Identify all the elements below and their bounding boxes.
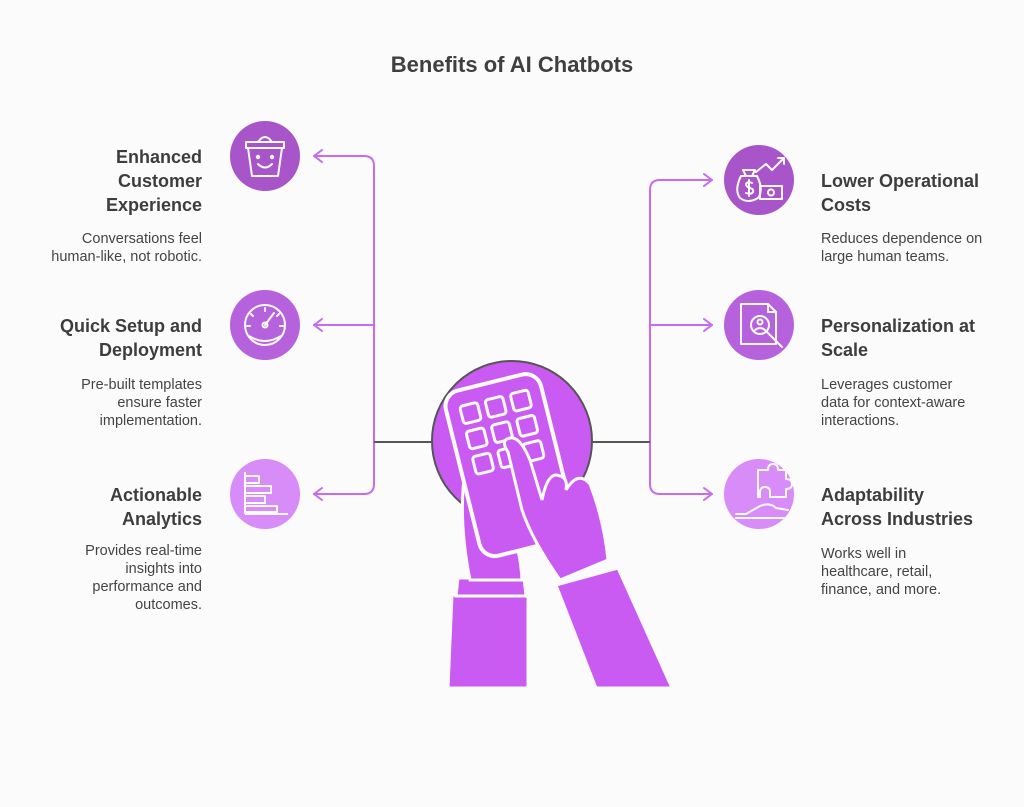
title-line: Scale [821, 340, 869, 360]
title-line: Quick Setup and [59, 316, 202, 336]
title-line: Actionable [109, 485, 202, 505]
title-line: Lower Operational [821, 171, 980, 191]
desc-line: performance and [92, 579, 202, 595]
item-title-quick-setup: Quick Setup and Deployment [0, 314, 202, 362]
profile-search-icon [724, 290, 794, 360]
desc-line: interactions. [821, 413, 900, 429]
item-title-personalization-at-scale: Personalization at Scale [821, 314, 1021, 362]
desc-line: Pre-built templates [81, 377, 202, 393]
desc-line: large human teams. [821, 249, 950, 265]
puzzle-hand-icon [724, 459, 794, 529]
desc-line: outcomes. [135, 597, 202, 613]
desc-line: Reduces dependence on [821, 231, 983, 247]
right-connectors [649, 173, 713, 501]
money-growth-icon [724, 145, 794, 215]
title-line: Enhanced [115, 147, 202, 167]
desc-line: ensure faster [117, 395, 202, 411]
item-title-adaptability-across-industries: Adaptability Across Industries [821, 483, 1021, 531]
desc-line: human-like, not robotic. [51, 249, 202, 265]
desc-line: implementation. [99, 413, 202, 429]
title-line: Adaptability [821, 485, 925, 505]
desc-line: data for context-aware [821, 395, 966, 411]
item-desc-actionable-analytics: Provides real-time insights into perform… [0, 542, 202, 614]
smiling-basket-icon [230, 121, 300, 191]
desc-line: Provides real-time [85, 543, 202, 559]
desc-line: healthcare, retail, [821, 564, 933, 580]
title-line: Across Industries [821, 509, 974, 529]
title-line: Customer [117, 171, 202, 191]
title-line: Personalization at [821, 316, 976, 336]
desc-line: Conversations feel [81, 231, 202, 247]
hand-calculator-icon [431, 360, 675, 690]
desc-line: Leverages customer [821, 377, 953, 393]
item-title-enhanced-customer-experience: Enhanced Customer Experience [2, 145, 202, 217]
item-title-actionable-analytics: Actionable Analytics [0, 483, 202, 531]
desc-line: Works well in [821, 546, 907, 562]
title-line: Deployment [98, 340, 202, 360]
title-line: Experience [105, 195, 202, 215]
desc-line: finance, and more. [821, 582, 942, 598]
page-title: Benefits of AI Chatbots [390, 52, 634, 77]
title-line: Analytics [121, 509, 202, 529]
left-connectors [313, 149, 375, 501]
item-desc-enhanced-customer-experience: Conversations feel human-like, not robot… [0, 230, 202, 266]
item-desc-personalization-at-scale: Leverages customer data for context-awar… [821, 376, 1021, 430]
item-desc-lower-operational-costs: Reduces dependence on large human teams. [821, 230, 1021, 266]
bar-chart-icon [230, 459, 300, 529]
item-desc-quick-setup: Pre-built templates ensure faster implem… [0, 376, 202, 430]
item-desc-adaptability-across-industries: Works well in healthcare, retail, financ… [821, 545, 1021, 599]
speedometer-icon [230, 290, 300, 360]
desc-line: insights into [125, 561, 202, 577]
item-title-lower-operational-costs: Lower Operational Costs [821, 169, 1021, 217]
title-line: Costs [821, 195, 872, 215]
